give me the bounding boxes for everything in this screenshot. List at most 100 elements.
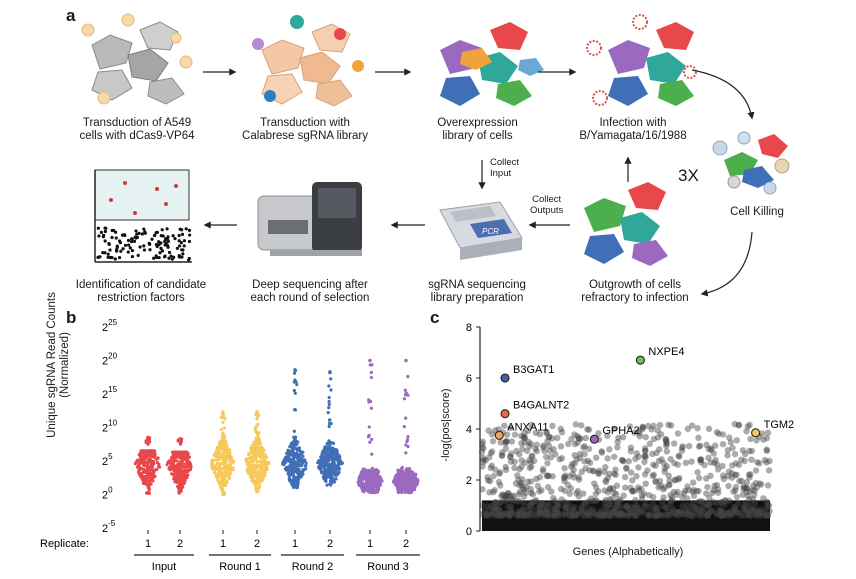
b-point (392, 478, 396, 483)
c-point (650, 506, 657, 513)
c-point (707, 459, 714, 466)
c-point (607, 510, 614, 517)
c-point (521, 486, 528, 493)
b-point (323, 447, 327, 451)
b-point (178, 462, 183, 466)
c-point (521, 434, 528, 442)
c-point (649, 472, 656, 480)
c-point (597, 509, 605, 517)
b-point (282, 462, 286, 467)
c-point (550, 505, 557, 512)
sketch-dot (187, 258, 191, 262)
b-point (293, 468, 297, 472)
c-point (528, 501, 535, 508)
c-hit-label: B3GAT1 (513, 364, 554, 376)
c-point (711, 482, 718, 490)
c-point (572, 421, 579, 428)
b-point (292, 460, 296, 464)
c-ytick-label: 6 (466, 373, 472, 385)
c-point (662, 436, 669, 443)
c-point (482, 457, 489, 464)
c-point (705, 501, 712, 508)
c-point (697, 498, 705, 505)
c-point (601, 511, 608, 518)
b-ytick-label: 25 (102, 452, 113, 468)
c-point (708, 507, 715, 515)
b-point (185, 452, 189, 457)
c-point (644, 467, 651, 474)
b-point (228, 472, 233, 476)
b-point (179, 450, 183, 454)
c-point (492, 509, 499, 516)
b-point (244, 457, 248, 461)
c-point (651, 512, 659, 519)
b-point (266, 460, 271, 465)
b-point (210, 464, 214, 468)
c-point (507, 506, 514, 513)
b-point (252, 463, 256, 467)
c-point (532, 498, 539, 505)
sketch-dot (103, 229, 107, 234)
c-point (582, 512, 590, 519)
chart-c-ylabel: -log(pos|score) (440, 388, 452, 462)
c-point (504, 496, 512, 504)
b-point (186, 458, 190, 462)
c-point (508, 510, 516, 517)
c-point (626, 423, 634, 430)
c-point (577, 435, 584, 442)
c-point (511, 431, 519, 438)
c-point (695, 487, 702, 495)
c-point (738, 512, 745, 519)
c-point (733, 471, 740, 479)
c-point (611, 489, 618, 497)
c-point (527, 440, 535, 448)
c-point (699, 498, 707, 506)
c-point (569, 505, 577, 512)
c-point (551, 512, 558, 519)
c-point (746, 512, 754, 519)
c-point (667, 498, 675, 505)
cell-cluster-outgrowth (584, 182, 668, 266)
c-point (522, 459, 529, 467)
b-point (298, 459, 302, 464)
b-point (393, 482, 397, 486)
c-point (628, 469, 635, 476)
chart-b-ylabel: Unique sgRNA Read Counts (Normalized) (46, 275, 72, 455)
b-point (135, 465, 140, 469)
c-point (724, 446, 732, 454)
b-replicate-tick-label: 1 (145, 538, 151, 550)
c-point (562, 511, 569, 519)
b-point (145, 470, 149, 474)
c-point (731, 507, 739, 514)
b-point (399, 478, 403, 483)
c-point (537, 509, 544, 516)
c-point (565, 440, 572, 448)
c-point (591, 510, 598, 517)
c-point (516, 466, 523, 473)
b-point (184, 465, 188, 470)
b-point (286, 471, 290, 476)
c-point (604, 474, 612, 481)
c-point (490, 500, 498, 508)
c-point (508, 493, 516, 500)
c-point (516, 450, 523, 458)
c-point (528, 463, 535, 470)
c-point (518, 476, 526, 483)
c-point (483, 512, 490, 519)
c-point (551, 512, 558, 519)
c-point (678, 444, 686, 452)
b-point (218, 446, 222, 451)
step-9-line-2: restriction factors (97, 292, 185, 304)
c-point (581, 458, 588, 465)
c-point (504, 489, 512, 497)
c-point (678, 493, 686, 501)
step-caption-5: Cell Killing (712, 206, 802, 219)
c-point (617, 511, 624, 518)
c-point (623, 502, 630, 510)
b-point (367, 425, 371, 429)
b-point (226, 473, 230, 477)
c-point (479, 486, 486, 493)
c-point (681, 510, 688, 517)
b-point (139, 466, 144, 470)
